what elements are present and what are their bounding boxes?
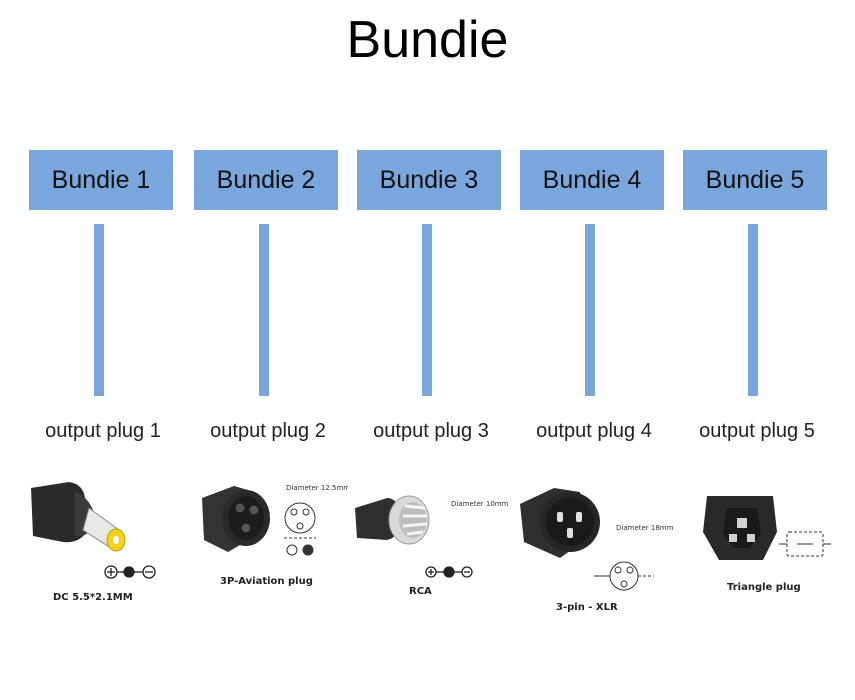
plug-name-3: RCA	[409, 586, 432, 597]
connector-line-4	[585, 224, 595, 396]
diagram-title: Bundie	[346, 11, 509, 69]
plug-name-4: 3-pin - XLR	[556, 602, 618, 613]
dc-barrel-plug-image	[31, 482, 126, 552]
xlr-plug-icon: Diameter 18mm 3-pin - XLR	[514, 478, 674, 618]
plug-name-1: DC 5.5*2.1MM	[53, 592, 133, 603]
polarity-symbol-3	[425, 566, 473, 578]
bundie-column-1: Bundie 1 output plug 1 DC 5.5*2.1MM	[23, 0, 183, 700]
dc-barrel-plug-icon: DC 5.5*2.1MM	[23, 478, 183, 618]
bundie-column-2: Bundie 2 output plug 2 Diameter 12.5mm 3…	[188, 0, 348, 700]
aviation-plug-image	[202, 486, 270, 552]
rca-plug-image	[355, 495, 430, 545]
bundie-column-4: Bundie 4 output plug 4 Diameter 18mm 3-p…	[514, 0, 674, 700]
pin-diagram-2	[284, 502, 316, 556]
bundie-column-5: Bundie 5 output plug 5 Triangle plug	[677, 0, 837, 700]
pin-diagram-4	[594, 561, 654, 591]
diameter-label-3: Diameter 10mm	[451, 500, 509, 508]
output-plug-label-4: output plug 4	[536, 420, 652, 442]
connector-line-3	[422, 224, 432, 396]
polarity-symbol-1	[104, 565, 156, 579]
connector-line-2	[259, 224, 269, 396]
bundie-column-3: Bundie 3 output plug 3 Diameter 10mm RCA	[351, 0, 511, 700]
bundie-label-box-1: Bundie 1	[29, 150, 173, 210]
connector-line-1	[94, 224, 104, 396]
rca-plug-icon: Diameter 10mm RCA	[351, 478, 511, 618]
output-plug-label-2: output plug 2	[210, 420, 326, 442]
output-plug-label-5: output plug 5	[699, 420, 815, 442]
plug-name-5: Triangle plug	[727, 582, 801, 593]
bundie-label-box-5: Bundie 5	[683, 150, 827, 210]
bundie-label-box-2: Bundie 2	[194, 150, 338, 210]
diameter-label-2: Diameter 12.5mm	[286, 484, 348, 492]
bundie-label-box-3: Bundie 3	[357, 150, 501, 210]
aviation-plug-icon: Diameter 12.5mm 3P-Aviation plug	[188, 478, 348, 618]
bundie-label-box-4: Bundie 4	[520, 150, 664, 210]
output-plug-label-1: output plug 1	[45, 420, 161, 442]
triangle-plug-image	[703, 496, 777, 560]
diameter-label-4: Diameter 18mm	[616, 524, 674, 532]
connector-line-5	[748, 224, 758, 396]
xlr-plug-image	[520, 488, 600, 558]
pin-diagram-5	[779, 531, 831, 557]
output-plug-label-3: output plug 3	[373, 420, 489, 442]
triangle-plug-icon: Triangle plug	[677, 478, 837, 618]
plug-name-2: 3P-Aviation plug	[220, 576, 313, 587]
